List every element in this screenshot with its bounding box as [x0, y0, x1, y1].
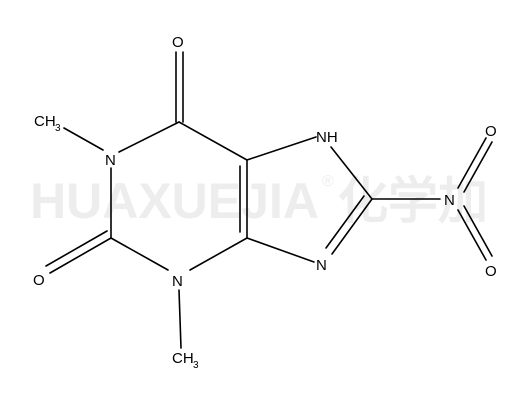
- watermark-registered: ®: [322, 173, 334, 190]
- bond-nitro-o-top-b: [463, 141, 493, 193]
- atom-nitro-o-bottom: O: [485, 263, 497, 280]
- bond-nitro-o-bottom-a: [457, 209, 487, 261]
- bond-nitro-o-bottom-b: [463, 205, 493, 257]
- atom-nh: NH: [316, 129, 338, 146]
- atom-ch3-top-subscript: 3: [55, 123, 61, 134]
- bond-nitro-o-top-a: [457, 137, 487, 189]
- atom-o-top: O: [172, 34, 184, 51]
- atom-nitro-n: N: [444, 192, 455, 209]
- bond-c6-n1: [118, 121, 180, 153]
- bond-n1-ch3: [63, 127, 104, 151]
- atom-ch3-bottom: CH: [172, 350, 194, 367]
- bond-c8-n9-a: [331, 198, 373, 255]
- watermark-latin: HUAXUEJIA: [30, 173, 319, 229]
- atom-o-left: O: [33, 272, 45, 289]
- atom-ch3-top: CH: [34, 113, 56, 130]
- bond-c8-n9-b: [325, 195, 365, 249]
- bond-n9-c4: [246, 237, 315, 263]
- atom-ch3-bottom-subscript: 3: [193, 360, 199, 371]
- bond-c2-n3: [110, 237, 169, 271]
- bond-n3-ch3: [178, 289, 182, 349]
- atom-n-imidazole: N: [316, 257, 327, 274]
- atom-labels: O CH 3 N NH N O O N O N CH 3: [33, 34, 497, 371]
- atom-n3: N: [172, 273, 183, 290]
- atom-nitro-o-top: O: [485, 123, 497, 140]
- bond-c5-nh: [246, 136, 317, 161]
- bond-n3-c4: [189, 237, 248, 271]
- atom-n1: N: [105, 152, 116, 169]
- bond-c2-o-b: [45, 230, 108, 267]
- bond-c2-o-a: [49, 237, 112, 274]
- watermark: HUAXUEJIA ® 化学加: [30, 173, 488, 229]
- bond-nh-c8: [330, 146, 373, 200]
- bond-c5-c6: [178, 121, 248, 161]
- bonds: [45, 51, 493, 349]
